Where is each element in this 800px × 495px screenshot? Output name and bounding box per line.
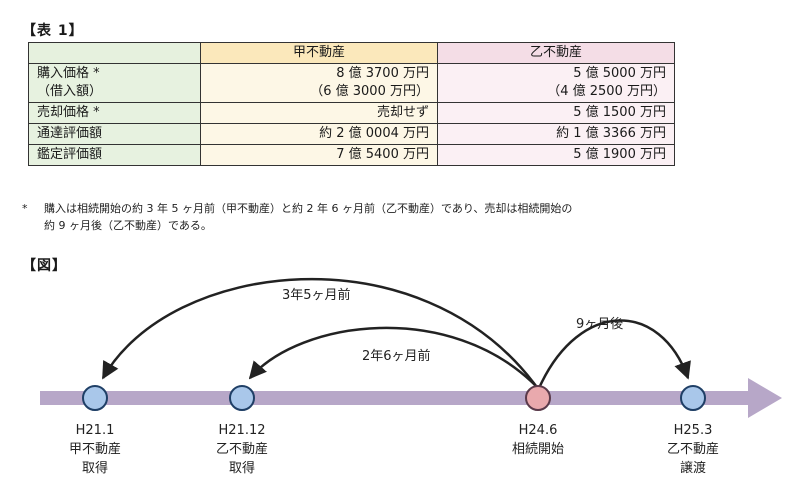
timeline-arrowhead	[748, 378, 782, 418]
point-label-line: 取得	[82, 460, 108, 476]
cell-property-b: 5 億 1500 万円	[437, 102, 675, 124]
point-label-h21-12: H21.12 乙不動産 取得	[216, 423, 268, 476]
cell-property-a: 約 2 億 0004 万円	[200, 123, 438, 145]
header-property-b: 乙不動産	[437, 42, 675, 64]
valuation-table: 甲不動産 乙不動産 購入価格 * （借入額） 8 億 3700 万円 （6 億 …	[28, 42, 675, 166]
footnote: * 購入は相続開始の約 3 年 5 ヶ月前（甲不動産）と約 2 年 6 ヶ月前（乙…	[22, 200, 682, 234]
point-label-line: 甲不動産	[69, 441, 121, 457]
point-label-line: 譲渡	[680, 460, 706, 476]
cell-property-b: 5 億 5000 万円 （4 億 2500 万円）	[437, 63, 675, 103]
point-label-line: H24.6	[519, 423, 558, 438]
point-label-line: H21.1	[76, 423, 115, 438]
header-property-a: 甲不動産	[200, 42, 438, 64]
arrow-label-9m: 9ヶ月後	[576, 317, 623, 332]
point-label-h21-1: H21.1 甲不動産 取得	[69, 423, 121, 476]
point-label-h24-6: H24.6 相続開始	[512, 423, 564, 457]
figure-title: 【図】	[22, 258, 67, 274]
point-label-line: 取得	[229, 460, 255, 476]
cell-property-a: 8 億 3700 万円 （6 億 3000 万円）	[200, 63, 438, 103]
point-label-h25-3: H25.3 乙不動産 譲渡	[667, 423, 719, 476]
arrow-2y6m	[248, 326, 537, 387]
timeline-bar	[40, 391, 752, 405]
cell-property-b: 5 億 1900 万円	[437, 144, 675, 166]
cell-property-b: 約 1 億 3366 万円	[437, 123, 675, 145]
node-h25-3	[680, 385, 706, 411]
table-title: 【表 1】	[22, 23, 84, 39]
cell-line: （4 億 2500 万円）	[547, 84, 666, 99]
cell-line: （6 億 3000 万円）	[310, 84, 429, 99]
cell-line: 8 億 3700 万円	[336, 66, 429, 81]
row-label: 売却価格 *	[28, 102, 201, 124]
node-h21-12	[229, 385, 255, 411]
point-label-line: 相続開始	[512, 442, 564, 457]
table-row-appraisal: 鑑定評価額 7 億 5400 万円 5 億 1900 万円	[28, 144, 675, 166]
footnote-mark: *	[22, 202, 28, 215]
point-label-line: H21.12	[219, 423, 266, 438]
label-line: （借入額）	[37, 84, 103, 99]
arrow-9m	[538, 319, 691, 387]
label-line: 購入価格 *	[37, 66, 100, 81]
table-header-row: 甲不動産 乙不動産	[28, 42, 675, 64]
point-label-line: H25.3	[674, 423, 713, 438]
arrow-3y5m	[101, 277, 538, 387]
cell-line: 5 億 5000 万円	[573, 66, 666, 81]
row-label: 鑑定評価額	[28, 144, 201, 166]
footnote-line-1: 購入は相続開始の約 3 年 5 ヶ月前（甲不動産）と約 2 年 6 ヶ月前（乙不…	[44, 202, 573, 215]
header-blank	[28, 42, 201, 64]
table-row-sale: 売却価格 * 売却せず 5 億 1500 万円	[28, 102, 675, 124]
cell-property-a: 7 億 5400 万円	[200, 144, 438, 166]
point-label-line: 乙不動産	[667, 441, 719, 457]
table-row-tax-valuation: 通達評価額 約 2 億 0004 万円 約 1 億 3366 万円	[28, 123, 675, 145]
arrow-label-3y5m: 3年5ヶ月前	[282, 287, 351, 303]
footnote-line-2: 約 9 ヶ月後（乙不動産）である。	[44, 219, 212, 232]
node-h24-6	[525, 385, 551, 411]
node-h21-1	[82, 385, 108, 411]
arrow-label-2y6m: 2年6ヶ月前	[362, 348, 431, 364]
point-label-line: 乙不動産	[216, 441, 268, 457]
